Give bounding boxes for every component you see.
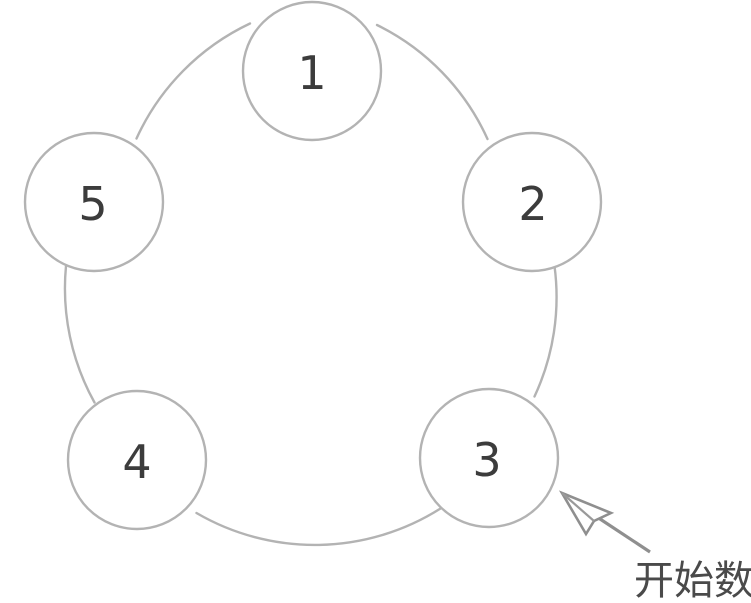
arc-3-to-4 xyxy=(195,507,442,547)
arrow-head-crease-icon xyxy=(561,492,595,522)
node-group-4[interactable]: 4 xyxy=(66,389,208,531)
arc-4-to-5 xyxy=(63,264,96,404)
node-label-5: 5 xyxy=(78,177,107,231)
arc-1-to-2 xyxy=(375,23,489,141)
ring-connections xyxy=(63,22,558,547)
node-group-2[interactable]: 2 xyxy=(461,131,603,273)
start-number-label: 开始数 xyxy=(634,558,751,603)
node-group-1[interactable]: 1 xyxy=(241,0,383,142)
node-circle-5[interactable] xyxy=(23,131,165,273)
node-label-3: 3 xyxy=(472,433,501,487)
node-group-3[interactable]: 3 xyxy=(418,387,560,529)
node-label-1: 1 xyxy=(297,46,326,100)
node-label-4: 4 xyxy=(122,435,151,489)
start-pointer-arrow xyxy=(558,490,651,554)
arrow-shaft-icon xyxy=(593,513,651,554)
node-circle-2[interactable] xyxy=(461,131,603,273)
node-circle-3[interactable] xyxy=(418,387,560,529)
arc-2-to-3 xyxy=(533,264,558,398)
node-circle-4[interactable] xyxy=(66,389,208,531)
node-label-2: 2 xyxy=(518,177,547,231)
arc-5-to-1 xyxy=(135,22,252,140)
node-circle-1[interactable] xyxy=(241,0,383,142)
node-group-5[interactable]: 5 xyxy=(23,131,165,273)
